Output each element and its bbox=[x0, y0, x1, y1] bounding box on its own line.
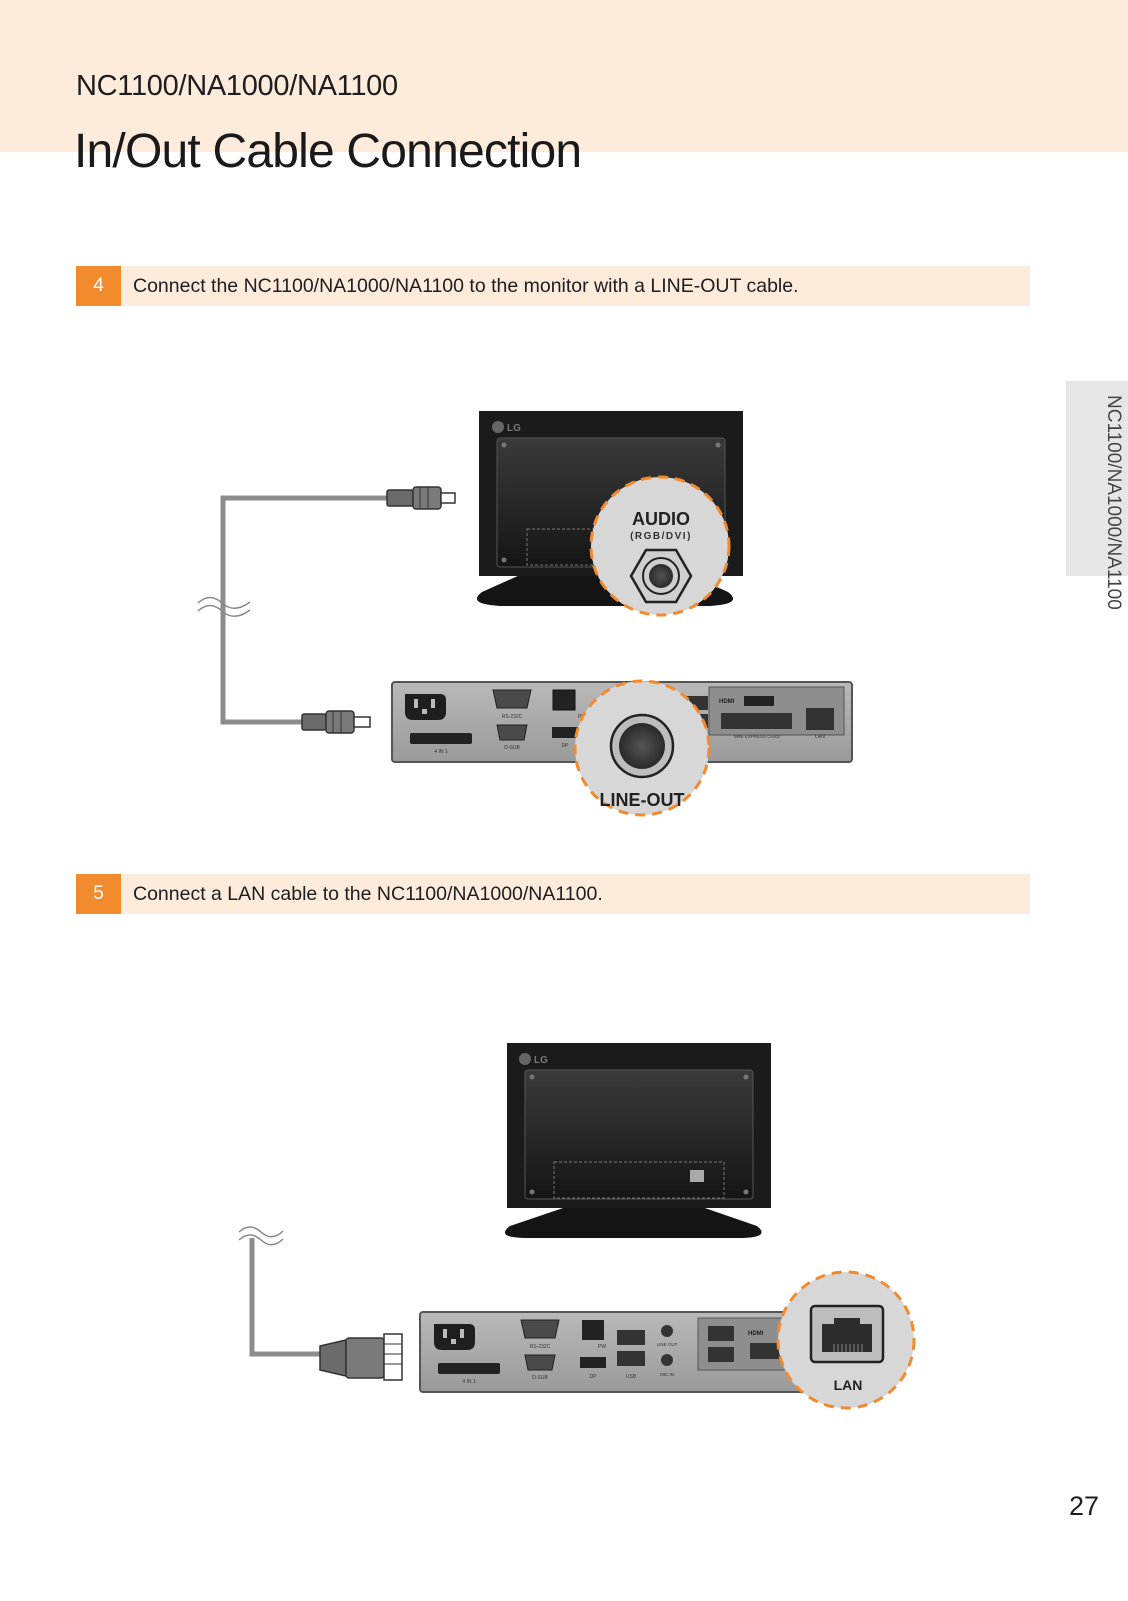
rs232-port-icon bbox=[492, 689, 532, 709]
port-label-dp: DP bbox=[562, 743, 570, 749]
side-tab bbox=[1066, 381, 1128, 576]
power-button-icon bbox=[552, 689, 576, 711]
mic-in-jack-icon bbox=[661, 1354, 673, 1366]
port-label-rs232c: RS-232C bbox=[530, 1344, 551, 1350]
card-slot-icon bbox=[410, 733, 472, 744]
port-label-express: MINI EXPRESS CARD bbox=[734, 734, 781, 739]
usb-port-icon bbox=[617, 1351, 645, 1366]
audio-cable bbox=[197, 486, 456, 734]
port-label-pw: PW bbox=[598, 1344, 606, 1350]
figure-2: LG 4 IN 1 RS-232C D-SUB PW bbox=[238, 1043, 916, 1410]
step-4-text: Connect the NC1100/NA1000/NA1100 to the … bbox=[133, 275, 799, 297]
port-label-line-out: LINE OUT bbox=[657, 1342, 678, 1347]
side-tab-label: NC1100/NA1000/NA1100 bbox=[1103, 395, 1124, 610]
lg-logo-icon bbox=[519, 1053, 531, 1065]
lan-port-icon bbox=[806, 708, 834, 730]
lan-callout: LAN bbox=[776, 1270, 916, 1410]
port-label-rs232c: RS-232C bbox=[502, 714, 523, 720]
lg-logo-icon bbox=[492, 421, 504, 433]
back-panel-2: 4 IN 1 RS-232C D-SUB PW DP USB LINE OUT … bbox=[419, 1311, 851, 1393]
monitor-logo: LG bbox=[507, 423, 521, 434]
step-5-bar: 5 Connect a LAN cable to the NC1100/NA10… bbox=[76, 874, 1030, 914]
lan-cable bbox=[238, 1226, 403, 1381]
step-4-number: 4 bbox=[76, 266, 121, 306]
audio-sublabel: (RGB/DVI) bbox=[630, 531, 692, 542]
card-slot-icon bbox=[438, 1363, 500, 1374]
rs232-port-icon bbox=[520, 1319, 560, 1339]
step-4-bar: 4 Connect the NC1100/NA1000/NA1100 to th… bbox=[76, 266, 1030, 306]
monitor-logo: LG bbox=[534, 1055, 548, 1066]
dsub-port-icon bbox=[524, 1354, 556, 1371]
step-5-text: Connect a LAN cable to the NC1100/NA1000… bbox=[133, 883, 603, 905]
page-title: In/Out Cable Connection bbox=[74, 125, 582, 178]
power-socket-icon bbox=[405, 694, 446, 720]
port-label-dp: DP bbox=[590, 1374, 598, 1380]
power-button-icon bbox=[582, 1320, 604, 1340]
audio-label: AUDIO bbox=[632, 509, 690, 529]
port-label-usb: USB bbox=[626, 1374, 637, 1380]
model-name: NC1100/NA1000/NA1100 bbox=[76, 70, 398, 102]
header-band bbox=[0, 0, 1128, 152]
usb-port-icon bbox=[708, 1347, 734, 1362]
audio-callout: AUDIO (RGB/DVI) bbox=[589, 475, 731, 617]
port-label-4in1: 4 IN 1 bbox=[462, 1379, 476, 1385]
dp-port-icon bbox=[552, 727, 578, 738]
line-out-jack-icon bbox=[661, 1325, 673, 1337]
figure-1: LG AUDIO (RGB/DVI) bbox=[197, 411, 853, 817]
port-label-lan: LAN bbox=[815, 734, 825, 740]
hdmi-port-icon bbox=[744, 696, 774, 706]
dp-port-icon bbox=[580, 1357, 606, 1368]
dsub-port-icon bbox=[496, 724, 528, 741]
step-5-number: 5 bbox=[76, 874, 121, 914]
port-label-dsub: D-SUB bbox=[532, 1375, 548, 1381]
lineout-label: LINE-OUT bbox=[600, 790, 685, 810]
usb-port-icon bbox=[617, 1330, 645, 1345]
monitor-2: LG bbox=[504, 1043, 771, 1238]
port-label-dsub: D-SUB bbox=[504, 745, 520, 751]
lan-label: LAN bbox=[834, 1377, 863, 1393]
lineout-callout: LINE-OUT bbox=[573, 679, 711, 817]
power-socket-icon bbox=[434, 1324, 475, 1350]
port-label-mic-in: MIC IN bbox=[660, 1372, 674, 1377]
port-label-hdmi: HDMI bbox=[719, 699, 735, 705]
port-label-4in1: 4 IN 1 bbox=[434, 749, 448, 755]
port-label-hdmi: HDMI bbox=[748, 1331, 764, 1337]
express-card-slot-icon bbox=[721, 713, 792, 729]
page-number: 27 bbox=[1069, 1491, 1100, 1521]
usb-port-icon bbox=[708, 1326, 734, 1341]
